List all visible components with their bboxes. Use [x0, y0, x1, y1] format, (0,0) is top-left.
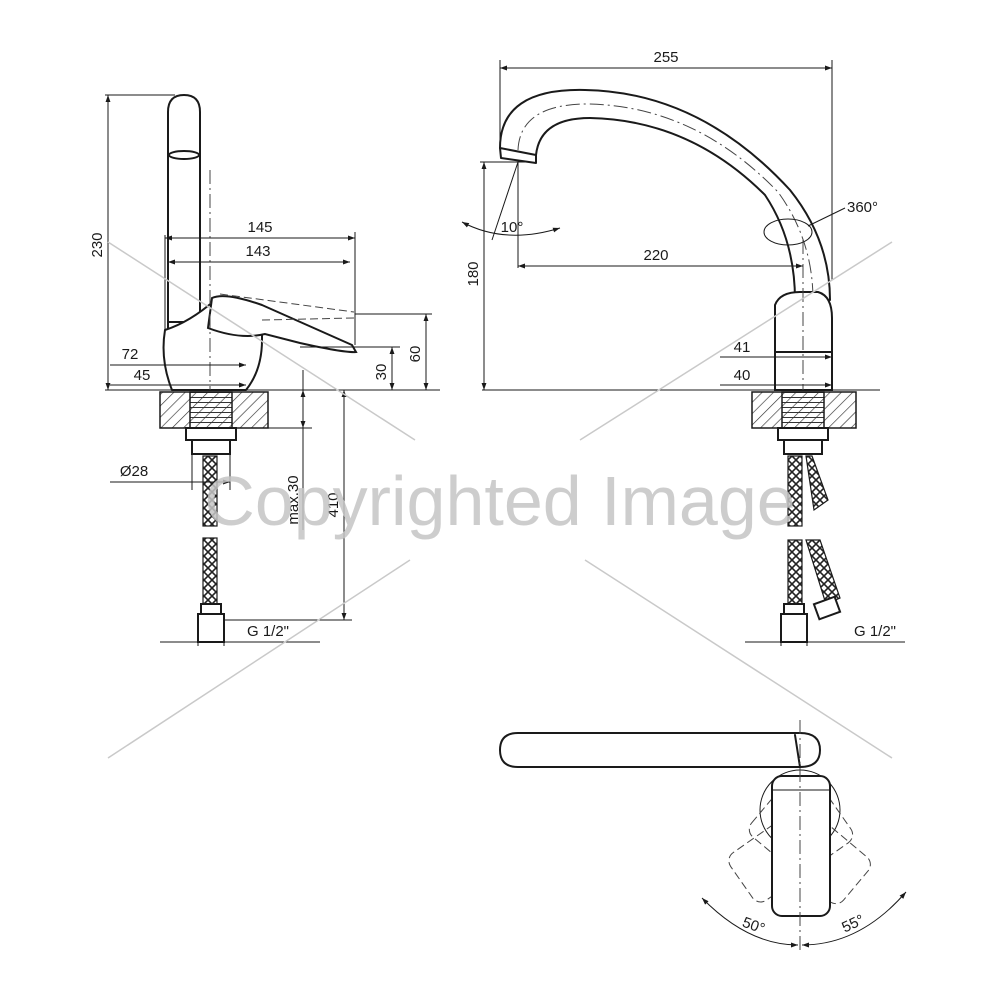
watermark: Copyrighted Image: [107, 241, 893, 759]
dim-thread-side: G 1/2": [247, 623, 289, 640]
dim-max-30: max.30: [285, 475, 302, 524]
dim-tilt-10: 10°: [501, 219, 524, 236]
dim-143: 143: [245, 243, 270, 260]
dim-30: 30: [373, 364, 390, 381]
dim-diameter-28: Ø28: [120, 463, 148, 480]
dim-thread-front: G 1/2": [854, 623, 896, 640]
spout-arc: [499, 88, 831, 301]
dim-145: 145: [247, 219, 272, 236]
dim-rotation-360: 360°: [847, 199, 878, 216]
spout-tube: [167, 94, 201, 331]
top-lever: [771, 775, 831, 917]
dim-180: 180: [465, 261, 482, 286]
lever-handle: [206, 295, 358, 354]
top-spout: [498, 732, 822, 768]
dim-60: 60: [407, 346, 424, 363]
dim-angle-50: 50°: [740, 914, 767, 938]
top-view: 50° 55°: [498, 720, 907, 950]
front-view: 255 360° 10° 220 180 41 40 G 1/2": [461, 49, 905, 646]
side-view: 230 145 143 72 45 30 60 Ø28 max.30: [89, 94, 440, 646]
dim-72: 72: [122, 346, 139, 363]
dim-230: 230: [89, 232, 106, 257]
dim-angle-55: 55°: [839, 911, 867, 936]
dim-410: 410: [325, 492, 342, 517]
watermark-text: Copyrighted Image: [204, 462, 795, 540]
dim-45: 45: [134, 367, 151, 384]
dim-220: 220: [643, 247, 668, 264]
dim-255: 255: [653, 49, 678, 66]
dim-40: 40: [734, 367, 751, 384]
dim-41: 41: [734, 339, 751, 356]
